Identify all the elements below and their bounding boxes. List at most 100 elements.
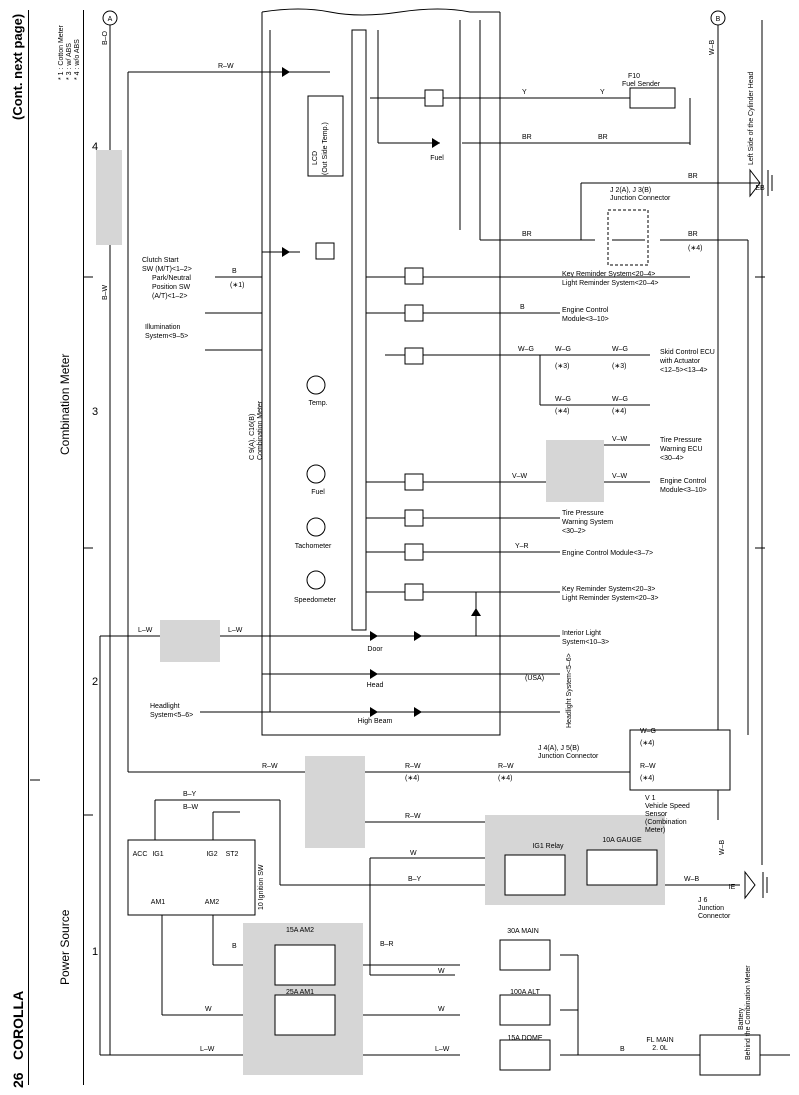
fuel-gauge-label: Fuel — [311, 489, 325, 496]
tire-ecu-1: Tire Pressure — [660, 437, 702, 444]
grid-number-1: 1 — [92, 946, 98, 958]
door-light-label: Door — [367, 646, 383, 653]
ground-symbols — [744, 168, 773, 900]
wire-b-clutch: B — [232, 268, 237, 275]
wire-lw-4: L–W — [435, 1046, 450, 1053]
mark-s4-1: (∗4) — [555, 408, 569, 415]
wire-y-2: Y — [600, 89, 605, 96]
clutch-label-1: Clutch Start — [142, 257, 179, 264]
wire-wg-2: W–G — [555, 346, 571, 353]
ign-ig2: IG2 — [206, 851, 217, 858]
junction-j6-1: J 6 — [698, 897, 707, 904]
key-reminder2-1: Key Reminder System<20–3> — [562, 586, 655, 593]
terminal-b: B — [716, 16, 721, 23]
torn-edge — [261, 8, 500, 16]
interior-light-1: Interior Light — [562, 630, 601, 637]
terminal-a: A — [108, 16, 113, 23]
mark-s4-5: (∗4) — [405, 775, 419, 782]
wire-wg-5: W–G — [612, 396, 628, 403]
mark-s1: (∗1) — [230, 282, 244, 289]
headlight-label-2: System<5–6> — [150, 712, 193, 719]
wire-w-4: W — [438, 1006, 445, 1013]
am1-fuse-box — [274, 994, 336, 1036]
illumination-label-2: System<9–5> — [145, 333, 188, 340]
skid-control-3: <12–5><13–4> — [660, 367, 708, 374]
wire-rw-2: R–W — [262, 763, 278, 770]
fuse-fl-main-1: FL MAIN — [646, 1037, 673, 1044]
ign-st2: ST2 — [226, 851, 239, 858]
wire-lw-1: L–W — [138, 627, 153, 634]
meter-connector-2: Combination Meter — [257, 400, 264, 460]
wire-by-1: B–Y — [183, 791, 197, 798]
wire-wg-3: W–G — [612, 346, 628, 353]
wire-bo-label: B–O — [102, 30, 109, 45]
wire-lw-3: L–W — [200, 1046, 215, 1053]
engine-control1-2: Module<3–10> — [562, 316, 609, 323]
junction-j4j5-2: Junction Connector — [538, 753, 599, 760]
engine-control3: Engine Control Module<3–7> — [562, 550, 653, 557]
grid-number-4: 4 — [92, 141, 98, 153]
lcd-driver — [424, 89, 444, 107]
wire-rw-5: R–W — [640, 763, 656, 770]
ign-acc: ACC — [133, 851, 148, 858]
skid-control-1: Skid Control ECU — [660, 349, 715, 356]
interior-light-2: System<10–3> — [562, 639, 609, 646]
high-beam-label: High Beam — [358, 718, 393, 725]
junction-j2j3-2: Junction Connector — [610, 195, 671, 202]
gauge-fuse-box — [586, 849, 658, 886]
diodes — [282, 67, 481, 717]
wire-br-3: BR — [688, 173, 698, 180]
lcd-box — [307, 95, 344, 177]
ign-ig1: IG1 — [152, 851, 163, 858]
speed-sensor-5: Meter) — [645, 827, 665, 834]
combination-meter-box — [261, 12, 501, 736]
wire-vw-3: V–W — [612, 473, 628, 480]
wire-lw-2: L–W — [228, 627, 243, 634]
wire-bw-1: B–W — [183, 804, 199, 811]
ign-am2: AM2 — [205, 899, 220, 906]
fuse-am2-label: 15A AM2 — [286, 927, 314, 934]
usa-label: (USA) — [525, 675, 544, 682]
ground-eb: EB — [755, 185, 765, 192]
fuse-dome-label: 15A DOME — [507, 1035, 542, 1042]
page-frame-right — [28, 10, 29, 1085]
ground-ie: IE — [729, 884, 736, 891]
cylinder-head-label: Left Side of the Cylinder Head — [748, 71, 755, 165]
gauges — [306, 375, 326, 590]
mark-s4-4: (∗4) — [640, 740, 654, 747]
headlight-label-1: Headlight — [150, 703, 180, 710]
tire-sys-2: Warning System — [562, 519, 613, 526]
fuse-fl-main-2: 2. 0L — [652, 1045, 668, 1052]
wire-rw-3: R–W — [405, 763, 421, 770]
fuse-main-label: 30A MAIN — [507, 928, 539, 935]
speed-sensor-1: V 1 — [645, 795, 656, 802]
illumination-label-1: Illumination — [145, 324, 181, 331]
battery-label: Battery — [738, 1007, 745, 1030]
wire-b-3: B — [620, 1046, 625, 1053]
wire-vw-2: V–W — [512, 473, 528, 480]
meter-rail — [351, 29, 367, 631]
clutch-label-5: (A/T)<1–2> — [152, 293, 187, 300]
wire-by-2: B–Y — [408, 876, 422, 883]
gauge-fuse-label: 10A GAUGE — [602, 837, 642, 844]
tire-sys-3: <30–2> — [562, 528, 586, 535]
wire-rw-6: R–W — [405, 813, 421, 820]
wire-w-1: W — [410, 850, 417, 857]
mark-s4-2: (∗4) — [612, 408, 626, 415]
junction-j6-3: Connector — [698, 913, 731, 920]
headlight-system-label: Headlight System<5–6> — [566, 653, 573, 728]
engine-control2-2: Module<3–10> — [660, 487, 707, 494]
speedometer-label: Speedometer — [294, 597, 337, 604]
key-reminder2-2: Light Reminder System<20–3> — [562, 595, 659, 602]
mark-s4-6: (∗4) — [498, 775, 512, 782]
junction-j2j3-1: J 2(A), J 3(B) — [610, 187, 651, 194]
fuel-sender-id: F10 — [628, 73, 640, 80]
dome-fuse-box — [499, 1039, 551, 1071]
fuel-warning-label: Fuel — [430, 155, 444, 162]
ic-block — [315, 242, 335, 260]
clutch-label-4: Position SW — [152, 284, 191, 291]
mark-s3-1: (∗3) — [555, 363, 569, 370]
clutch-label-3: Park/Neutral — [152, 275, 191, 282]
wire-wg-6: W–G — [640, 728, 656, 735]
behind-meter-label: Behind the Combination Meter — [745, 965, 752, 1060]
